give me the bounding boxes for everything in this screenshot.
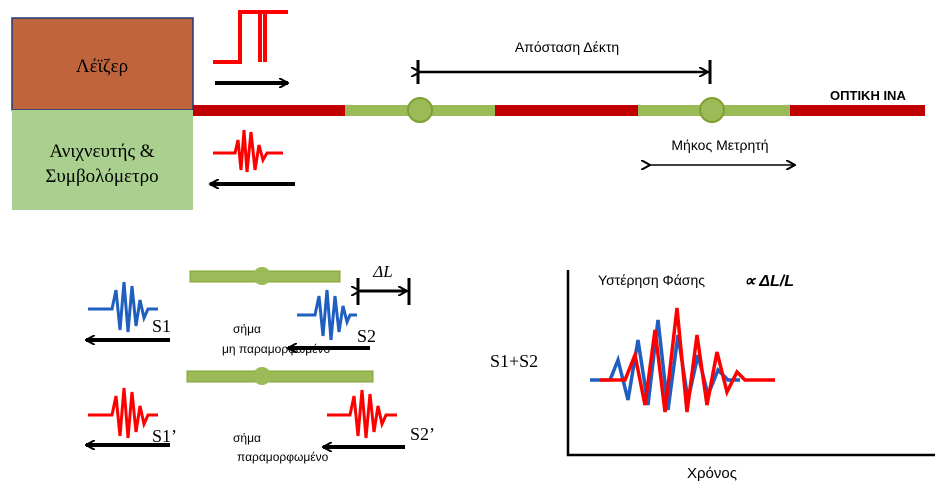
s2-prime-label: S2’ [410,424,435,444]
signal-s2 [297,289,357,341]
signal-s1 [88,281,158,333]
s1-label: S1 [152,316,171,336]
detector-label-1: Ανιχνευτής & [49,141,154,162]
detector-box [12,110,193,210]
signal-s2-prime [327,389,397,439]
gauge-segment-1 [189,267,341,285]
chart-axes [566,270,935,457]
distorted-label-2: παραμορφωμένο [237,450,329,464]
optical-fiber [193,97,925,123]
gauge-segment-2 [186,367,374,385]
undistorted-label-2: μη παραμορφωμένο [222,342,331,356]
reflected-pulse [213,129,283,173]
waveform-red [600,307,775,413]
detector-label-2: Συμβολόμετρο [45,166,158,187]
square-pulse [213,10,288,64]
chart-title: Υστέρηση Φάσης [598,272,705,288]
delta-l-label: ΔL [372,262,392,281]
chart-ylabel: S1+S2 [490,351,538,371]
s1-prime-label: S1’ [152,426,177,446]
waveform-blue [590,319,740,411]
undistorted-label-1: σήμα [233,322,261,336]
signal-s1-prime [88,387,158,439]
s2-label: S2 [357,326,376,346]
chart-xlabel: Χρόνος [687,465,737,482]
laser-box [11,17,194,111]
gauge-length-label: Μήκος Μετρητή [671,137,768,153]
chart-title-formula: ∝ ΔL/L [744,273,794,290]
laser-label: Λέϊζερ [76,56,128,77]
receiver-distance-label: Απόσταση Δέκτη [515,39,619,55]
fiber-label: ΟΠΤΙΚΗ ΙΝΑ [830,88,906,103]
distorted-label-1: σήμα [233,431,261,445]
